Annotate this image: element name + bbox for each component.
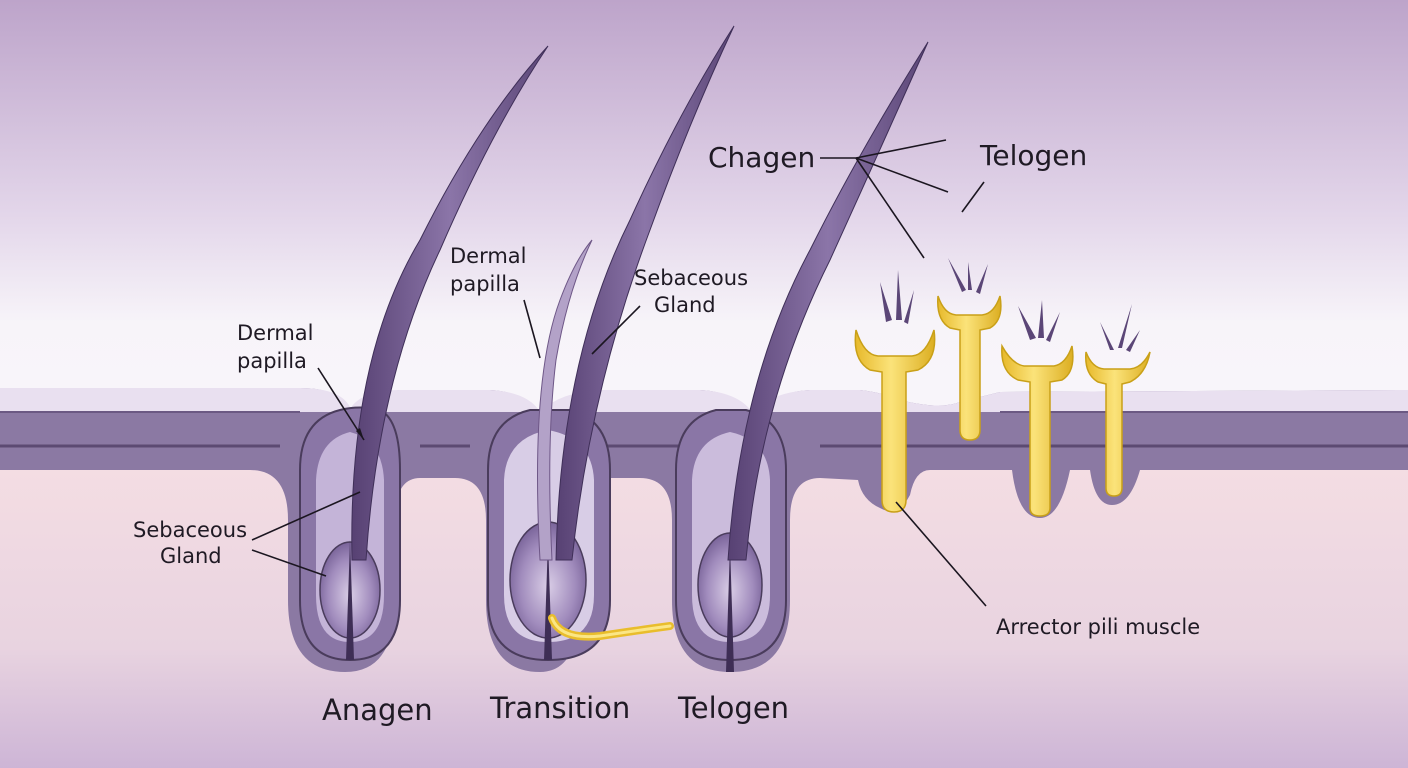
skin-surface [0,388,1408,412]
strand-highlight [550,616,672,639]
pointer-arrector-pili [895,501,987,607]
label-dermal-papilla-left-line1: Dermal [237,321,314,345]
label-telogen-top: Telogen [979,139,1087,172]
pointer-dermal-papilla-mid [523,299,541,359]
transition-thin-hair [537,239,593,561]
pointer-telogen-top [961,181,985,213]
gland-structure-2 [937,258,1002,441]
gland-structure-4 [1085,304,1151,497]
anagen-hair-shaft [351,45,549,561]
label-sebaceous-gland-mid-line2: Gland [654,293,716,317]
telogen-hair-shaft [727,41,929,561]
pointer-chagen-3 [855,157,925,259]
label-stage-telogen: Telogen [677,691,789,725]
pointer-sebaceous-left-1 [251,491,361,541]
anagen-follicle [299,406,401,662]
gland-structure-1 [854,270,936,513]
pointer-dermal-papilla-left [317,367,365,441]
pointer-sebaceous-left-2 [251,549,327,577]
label-chagen: Chagen [708,141,815,174]
label-dermal-papilla-left-line2: papilla [237,349,307,373]
label-sebaceous-gland-mid-line1: Sebaceous [634,266,748,290]
gland-structure-3 [1001,300,1074,517]
pointer-chagen-2 [855,157,949,193]
pointer-sebaceous-mid [591,305,641,355]
label-arrector-pili-muscle: Arrector pili muscle [996,615,1200,639]
label-stage-anagen: Anagen [322,693,433,727]
label-sebaceous-gland-left-line2: Gland [160,544,222,568]
pointer-lines [251,139,987,607]
label-dermal-papilla-mid-line2: papilla [450,272,520,296]
label-dermal-papilla-mid-line1: Dermal [450,244,527,268]
transition-hair-shaft [555,25,735,561]
label-sebaceous-gland-left-line1: Sebaceous [133,518,247,542]
label-stage-transition: Transition [489,691,630,725]
